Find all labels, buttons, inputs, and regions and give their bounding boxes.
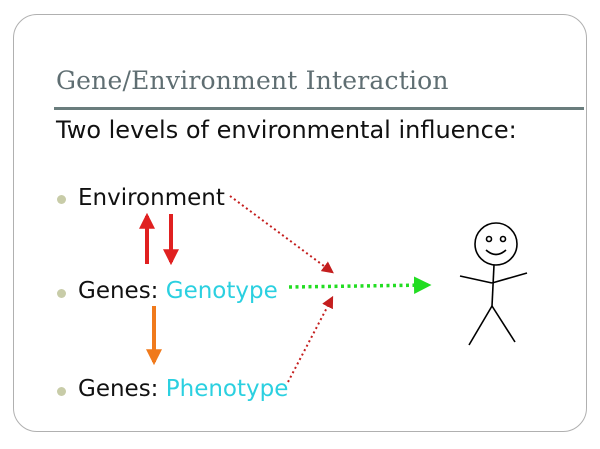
item-phenotype-accent: Phenotype [165, 376, 289, 402]
item-phenotype: Genes: Phenotype [78, 376, 288, 402]
bullet-phenotype [57, 387, 66, 396]
title-divider [54, 107, 584, 110]
slide-title: Gene/Environment Interaction [56, 66, 449, 95]
arrow-phenotype-influence [287, 295, 334, 383]
item-environment-label: Environment [78, 185, 225, 211]
slide-subtitle: Two levels of environmental influence: [56, 116, 517, 144]
item-genotype: Genes: Genotype [78, 278, 278, 304]
item-phenotype-label: Genes: [78, 376, 166, 402]
arrow-environment-influence [229, 195, 334, 274]
bullet-environment [57, 195, 66, 204]
item-environment: Environment [78, 185, 225, 211]
bullet-genotype [57, 289, 66, 298]
item-genotype-label: Genes: [78, 278, 166, 304]
item-genotype-accent: Genotype [165, 278, 278, 304]
stick-figure-icon [459, 222, 528, 346]
arrow-genotype-to-person [288, 276, 432, 294]
